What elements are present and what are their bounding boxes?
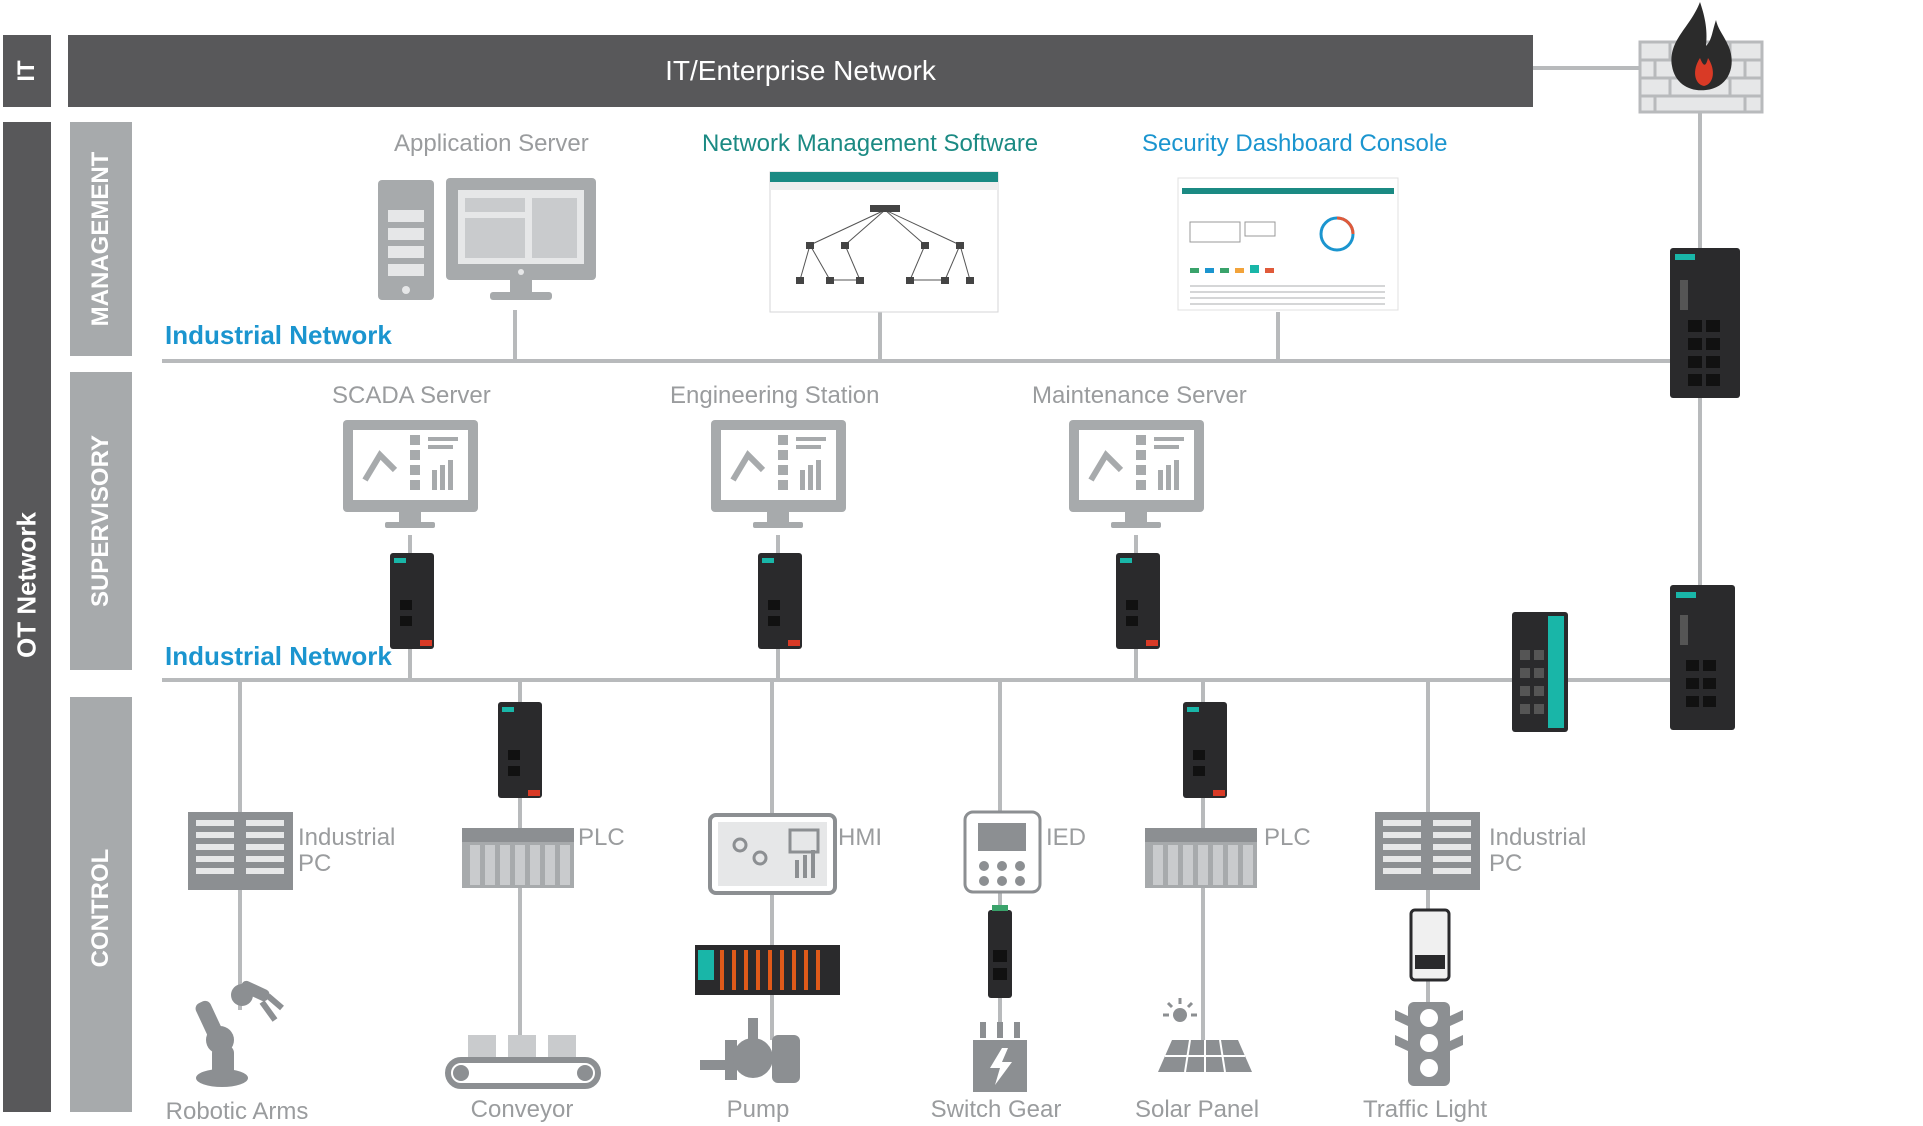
engineering-station-icon <box>711 420 846 528</box>
edge-switch-icon <box>1512 612 1568 732</box>
security-dashboard-label: Security Dashboard Console <box>1142 130 1448 157</box>
industrial-network-label-top: Industrial Network <box>165 320 392 350</box>
enterprise-network-bar <box>68 35 1533 107</box>
pump-label: Pump <box>726 1096 790 1123</box>
switch-gear-label: Switch Gear <box>930 1096 1062 1123</box>
management-band <box>70 122 132 356</box>
ied-icon <box>963 810 1042 894</box>
robotic-arms-label: Robotic Arms <box>165 1098 309 1125</box>
core-switch-icon <box>1670 585 1735 730</box>
traffic-light-label: Traffic Light <box>1362 1096 1488 1123</box>
pump-icon <box>700 1018 800 1083</box>
hmi-label: HMI <box>838 824 882 851</box>
robotic-arm-icon <box>195 980 284 1087</box>
hmi-icon <box>708 813 837 895</box>
switch-gear-icon <box>973 1022 1027 1092</box>
enterprise-network-label: IT/Enterprise Network <box>665 55 936 86</box>
conveyor-label: Conveyor <box>470 1096 574 1123</box>
maintenance-server-label: Maintenance Server <box>1032 382 1247 409</box>
gateway-icon <box>498 702 542 798</box>
industrial-network-label-bottom: Industrial Network <box>165 641 392 671</box>
plc-icon <box>462 828 574 888</box>
iot-gateway-icon <box>1409 908 1451 982</box>
supervisory-band <box>70 372 132 670</box>
solar-panel-label: Solar Panel <box>1134 1096 1260 1123</box>
conveyor-icon <box>445 1035 601 1089</box>
gateway-icon <box>758 553 802 649</box>
scada-server-icon <box>343 420 478 528</box>
solar-panel-icon <box>1158 998 1252 1073</box>
network-management-screenshot <box>769 171 999 313</box>
industrial-pc-icon <box>1375 812 1480 890</box>
industrial-pc-label: Industrial PC <box>1489 824 1587 877</box>
firewall-icon <box>1638 2 1764 114</box>
converter-icon <box>988 905 1012 998</box>
ied-label: IED <box>1046 824 1087 851</box>
plc-label: PLC <box>578 824 625 851</box>
industrial-pc-label: Industrial PC <box>298 824 396 877</box>
industrial-pc-icon <box>188 812 293 890</box>
gateway-icon <box>1183 702 1227 798</box>
gateway-icon <box>1116 553 1160 649</box>
engineering-station-label: Engineering Station <box>670 382 880 409</box>
traffic-light-icon <box>1395 1002 1463 1086</box>
core-switch-icon <box>1670 248 1740 398</box>
network-management-label: Network Management Software <box>702 130 1039 157</box>
control-band <box>70 697 132 1112</box>
plc-label: PLC <box>1264 824 1311 851</box>
it-band <box>3 35 51 107</box>
application-server-icon <box>378 178 596 300</box>
plc-icon <box>1145 828 1257 888</box>
io-module-icon <box>695 945 840 995</box>
application-server-label: Application Server <box>394 130 589 157</box>
ot-network-band <box>3 122 51 1112</box>
maintenance-server-icon <box>1069 420 1204 528</box>
scada-server-label: SCADA Server <box>332 382 491 409</box>
security-dashboard-screenshot <box>1177 177 1399 311</box>
gateway-icon <box>390 553 434 649</box>
